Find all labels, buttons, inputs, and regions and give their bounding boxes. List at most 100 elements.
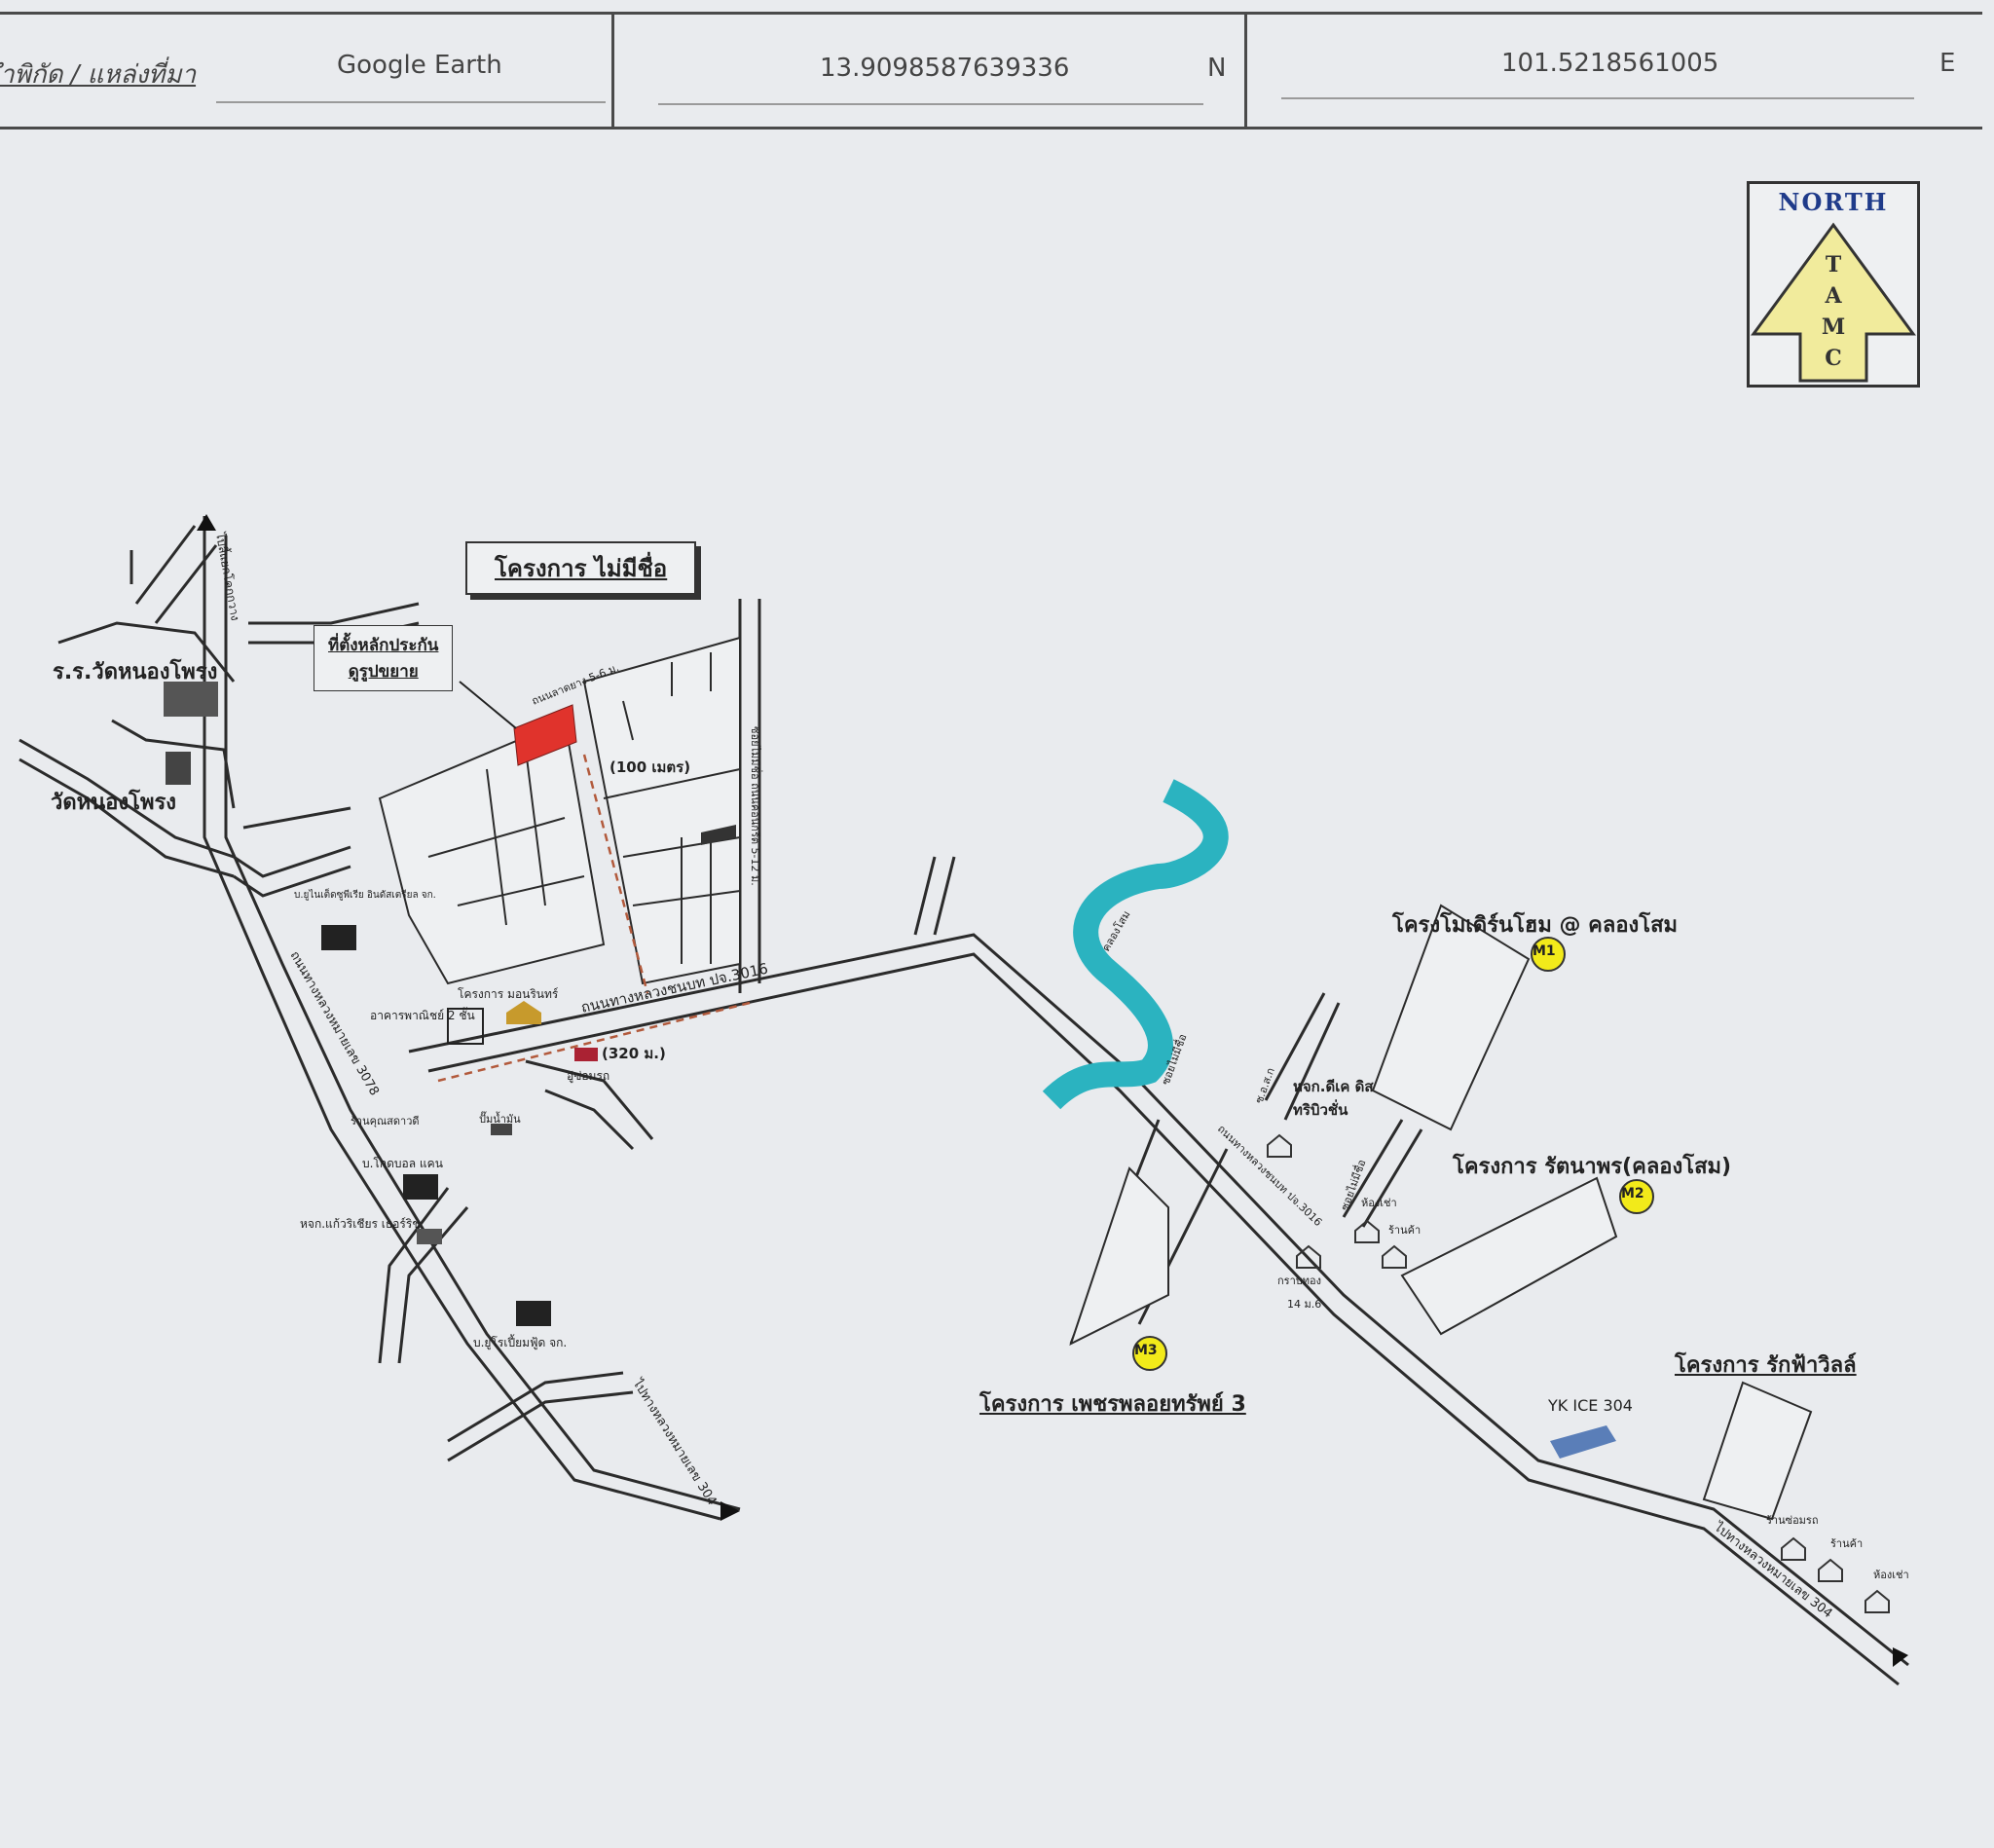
subject-plot <box>513 704 577 766</box>
road-network <box>18 516 1909 1686</box>
house-icon <box>1781 1536 1806 1561</box>
room-label: ห้องเช่า <box>1361 1197 1397 1209</box>
road-edge <box>933 856 956 936</box>
house-icon <box>1267 1133 1292 1158</box>
arrow-icon <box>197 514 216 531</box>
project-rakfa-outline <box>1702 1381 1813 1521</box>
north-letter: C <box>1825 346 1842 371</box>
north-letter: T <box>1825 252 1842 277</box>
header-divider <box>1244 12 1247 129</box>
road-edge <box>248 602 420 625</box>
shop-label: ร้านค้า <box>1388 1224 1422 1237</box>
marker-m2-icon <box>1619 1179 1654 1214</box>
temple-icon <box>166 752 191 785</box>
soi-side-label: ซอยไม่มีชื่อ ถนนคอนกรีต 5-12 ม. <box>749 726 763 886</box>
road-edge <box>913 856 937 936</box>
m1-title: โครงโมเดิร์นโฮม @ คลองโสม <box>1392 913 1679 938</box>
road-3078 <box>224 536 741 1511</box>
plot-line <box>622 700 634 741</box>
project-m1-outline <box>1371 904 1531 1131</box>
road-edge <box>544 1089 635 1151</box>
plot-block <box>378 719 606 985</box>
mansion-label: โครงการ มอนรินทร์ <box>458 987 559 1001</box>
subject-label: ที่ตั้งหลักประกัน <box>328 636 439 655</box>
road-edge <box>233 845 351 878</box>
hatched-plot <box>701 825 736 845</box>
road-arrows <box>197 514 1908 1667</box>
plot-line <box>427 817 566 858</box>
commercial-label: อาคารพาณิชย์ 2 ชั้น <box>370 1009 475 1022</box>
gas-icon <box>491 1124 512 1135</box>
north-label: NORTH <box>1778 188 1889 216</box>
road-edge <box>18 758 235 878</box>
north-arrow-icon <box>1751 222 1916 383</box>
house-icon <box>1865 1589 1890 1613</box>
distance-100-label: (100 เมตร) <box>609 758 691 776</box>
plot-block <box>582 636 741 985</box>
temple-label: วัดหนองโพรง <box>51 791 177 815</box>
road-edge <box>378 1187 450 1364</box>
plot-line <box>632 890 741 906</box>
shop-label: ร้านคุณสดาวดี <box>351 1115 420 1127</box>
m2-title: โครงการ รัตนาพร(คลองโสม) <box>1453 1155 1732 1179</box>
factory-label: บ.ยูโรเปี้ยมฟู้ด จก. <box>473 1336 568 1349</box>
coordinate-header: ำพิกัด / แหล่งที่มา Google Earth 13.9098… <box>0 0 1982 129</box>
house-icon <box>506 1001 541 1024</box>
leader-line <box>459 681 517 729</box>
rakfa-title: โครงการ รักฟ้าวิลล์ <box>1675 1353 1857 1378</box>
factory-icon <box>321 925 356 950</box>
road-edge <box>1264 992 1326 1101</box>
project-m2-outline <box>1400 1176 1618 1336</box>
underline <box>216 101 606 103</box>
arrow-icon <box>720 1501 740 1521</box>
road-edge <box>1342 1119 1404 1218</box>
m3-marker-label: M3 <box>1134 1343 1158 1358</box>
road-edge <box>111 719 236 809</box>
to-304-label: ไปทางหลวงหมายเลข 304 <box>1711 1519 1835 1621</box>
warehouse-icon <box>1550 1425 1616 1459</box>
road-3016 <box>408 933 1909 1667</box>
to-kok-label: ไปลี้แยกโคกกวาง <box>213 531 244 622</box>
map-icons <box>164 682 1616 1459</box>
road-edge <box>233 865 351 898</box>
plot-line <box>486 768 507 926</box>
plot-line <box>525 749 546 906</box>
distance-320-label: (320 ม.) <box>602 1045 666 1062</box>
room-label: ห้องเช่า <box>1873 1569 1909 1581</box>
moo-label: 14 ม.6 <box>1287 1298 1322 1311</box>
source-value: Google Earth <box>337 51 502 80</box>
subject-callout: ที่ตั้งหลักประกัน ดูรูปขยาย <box>314 625 454 691</box>
karb-label: กราบทอง <box>1277 1275 1321 1287</box>
shop-icon <box>417 1229 442 1244</box>
to-304-label: ไปทางหลวงหมายเลข 304 <box>629 1376 720 1508</box>
road-3078 <box>203 536 721 1521</box>
underline <box>1281 97 1914 99</box>
road-edge <box>18 738 235 859</box>
gas-label: ปั๊มน้ำมัน <box>479 1113 521 1126</box>
yk-ice-label: YK ICE 304 <box>1548 1396 1633 1415</box>
header-bottom-border <box>0 127 1982 129</box>
road-edge <box>525 1059 654 1140</box>
project-title: โครงการ ไม่มีชื่อ <box>465 541 697 595</box>
latitude-unit: N <box>1207 54 1227 83</box>
marker-m3-icon <box>1132 1336 1167 1371</box>
building-icon <box>447 1008 484 1045</box>
project-m3-outline <box>1069 1166 1169 1346</box>
factory-label: บ.โกดบอล แคน <box>362 1157 443 1170</box>
house-icon <box>1818 1558 1843 1582</box>
house-icon <box>1354 1219 1380 1243</box>
factory-icon <box>403 1174 438 1200</box>
longitude-value: 101.5218561005 <box>1501 49 1719 78</box>
road-edge <box>242 806 351 830</box>
underline <box>658 103 1203 105</box>
header-top-border <box>0 12 1982 15</box>
road-edge <box>447 1371 624 1443</box>
distance-lines <box>437 754 751 1083</box>
road-edge <box>154 544 218 624</box>
school-label: ร.ร.วัดหนองโพรง <box>53 660 218 684</box>
road-edge <box>1361 1128 1423 1228</box>
latitude-value: 13.9098587639336 <box>820 54 1070 83</box>
canal <box>1042 779 1229 1110</box>
